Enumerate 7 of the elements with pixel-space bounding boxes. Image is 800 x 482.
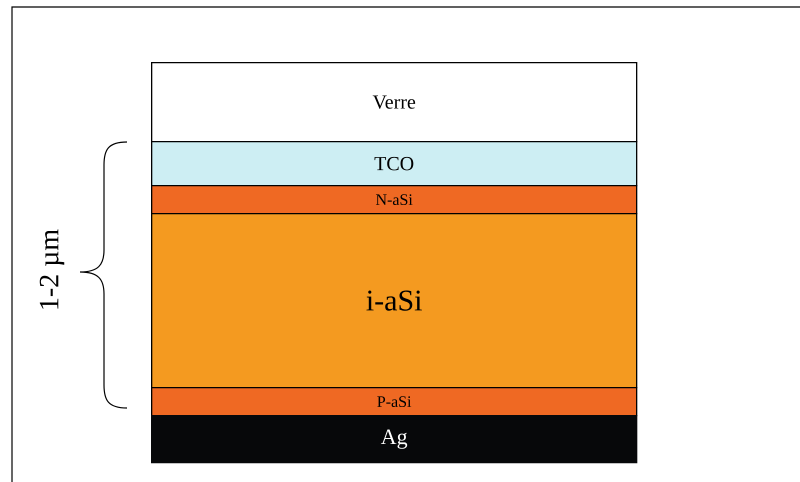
layer-box: Verre <box>151 62 638 142</box>
layer-box: Ag <box>151 415 638 464</box>
dimension-label: 1-2 µm <box>40 229 64 309</box>
layer-box: N-aSi <box>151 185 638 214</box>
layer-box: TCO <box>151 141 638 186</box>
layer-box: P-aSi <box>151 387 638 416</box>
layer-box: i-aSi <box>151 213 638 388</box>
